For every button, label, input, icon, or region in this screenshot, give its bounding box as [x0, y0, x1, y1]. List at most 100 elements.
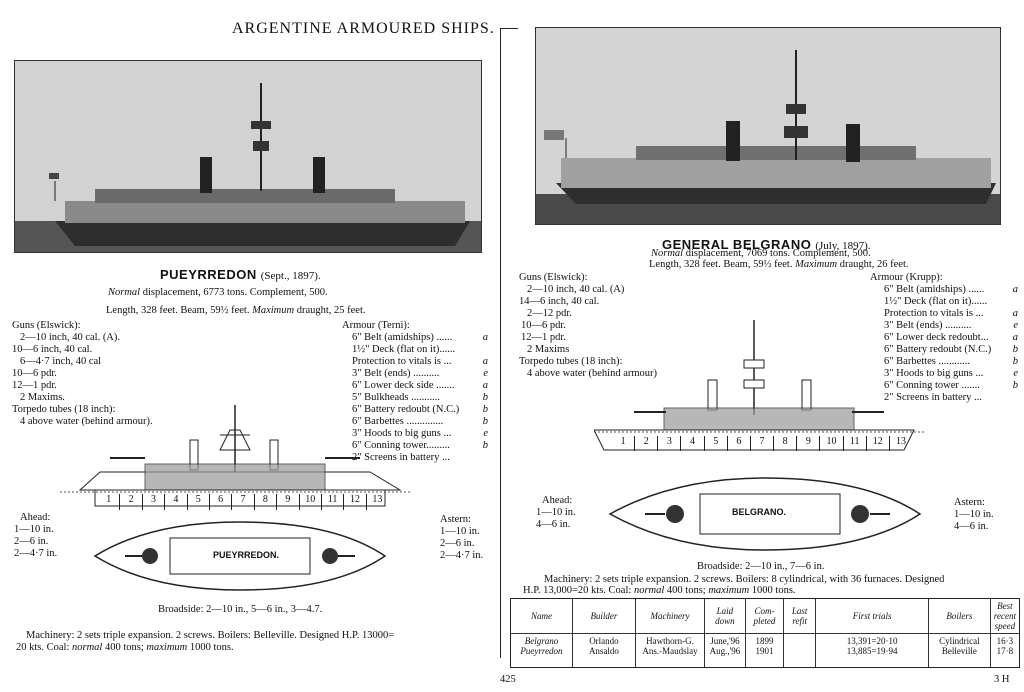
pueyrredon-guns: Guns (Elswick): 2—10 inch, 40 cal. (A). …	[12, 320, 153, 428]
belgrano-displacement: Normal displacement, 7069 tons. Compleme…	[651, 248, 871, 260]
coal-text-3: 1000 tons.	[189, 642, 234, 653]
armour-title: Armour (Terni):	[342, 320, 410, 331]
armour-line: 3" Hoods to big guns ...e	[352, 428, 488, 439]
belgrano-coal: H.P. 13,000=20 kts. Coal: normal 400 ton…	[523, 585, 796, 597]
guns-line: 4 above water (behind armour).	[20, 416, 153, 427]
page-title: ARGENTINE ARMOURED SHIPS.	[232, 20, 495, 37]
compartment-number: 13	[372, 494, 383, 505]
astern-line: 2—4·7 in.	[440, 550, 484, 561]
dimensions-text-2: draught, 26 feet.	[839, 259, 909, 270]
compartment-number: 1	[98, 494, 121, 510]
pueyrredon-plan-drawing	[93, 521, 387, 591]
belgrano-heading: GENERAL BELGRANO (July, 1897).	[662, 236, 871, 254]
displacement-text: displacement, 6773 tons. Complement, 500…	[142, 287, 328, 298]
pueyrredon-heading: PUEYRREDON (Sept., 1897).	[160, 266, 321, 284]
compartment-number: 12	[867, 436, 890, 451]
belgrano-photo	[535, 27, 1001, 225]
astern-line: Astern:	[440, 514, 471, 525]
pueyrredon-photo	[14, 60, 482, 253]
guns-line: 2—12 pdr.	[527, 308, 572, 319]
ahead-line: 2—4·7 in.	[14, 548, 58, 559]
coal-text-3: 1000 tons.	[751, 585, 796, 596]
pueyrredon-broadside: Broadside: 2—10 in., 5—6 in., 3—4.7.	[158, 604, 323, 615]
compartment-number: 7	[232, 494, 255, 510]
compartment-number: 8	[774, 436, 798, 451]
guns-line: Guns (Elswick):	[519, 272, 588, 283]
coal-text: H.P. 13,000=20 kts. Coal:	[523, 585, 632, 596]
compartment-number: 1	[612, 436, 636, 451]
pueyrredon-compartments: 1 2 3 4 5 6 7 8 9 10 11 12 13	[98, 494, 388, 510]
dimensions-text: Length, 328 feet. Beam, 59½ feet.	[106, 305, 250, 316]
guns-line: Torpedo tubes (18 inch):	[12, 404, 116, 415]
coal-italic-2: maximum	[708, 585, 750, 596]
belgrano-compartments: 1 2 3 4 5 6 7 8 9 10 11 12 13	[612, 436, 912, 451]
guns-line: 14—6 inch, 40 cal.	[519, 296, 600, 307]
armour-line: 6" Belt (amidships) ......a	[884, 284, 1018, 295]
pueyrredon-machinery: Machinery: 2 sets triple expansion. 2 sc…	[26, 630, 395, 641]
armour-line: 6" Belt (amidships) ......a	[352, 332, 488, 343]
guns-line: 12—1 pdr.	[12, 380, 57, 391]
belgrano-plan-drawing	[608, 477, 922, 551]
belgrano-date: (July, 1897).	[815, 240, 871, 252]
signature-mark: 3 H	[994, 674, 1010, 685]
column-divider-top	[500, 28, 518, 29]
armour-line: 5" Bulkheads ...........b	[352, 392, 488, 403]
armour-line: 6" Conning tower .......b	[884, 380, 1018, 391]
pueyrredon-ship-photo-illustration	[15, 61, 481, 252]
ahead-line: Ahead:	[20, 512, 51, 523]
coal-italic: normal	[72, 642, 103, 653]
compartment-number: 11	[322, 494, 345, 510]
belgrano-ahead: Ahead: 1—10 in. 4—6 in.	[536, 495, 576, 531]
table-header: Laid down	[704, 599, 746, 634]
guns-line: 10—6 pdr.	[521, 320, 566, 331]
belgrano-broadside: Broadside: 2—10 in., 7—6 in.	[697, 561, 825, 572]
compartment-number: 4	[681, 436, 705, 451]
armour-line: 6" Battery redoubt (N.C.)b	[352, 404, 488, 415]
column-divider	[500, 28, 501, 658]
table-header: Name	[511, 599, 573, 634]
pueyrredon-displacement: Normal displacement, 6773 tons. Compleme…	[108, 287, 328, 299]
armour-line: 1½" Deck (flat on it)......	[352, 344, 456, 355]
compartment-number: 7	[751, 436, 775, 451]
compartment-number: 5	[188, 494, 210, 510]
page-number: 425	[500, 674, 516, 685]
pueyrredon-name: PUEYRREDON	[160, 267, 257, 282]
guns-line: 10—6 pdr.	[12, 368, 57, 379]
compartment-number: 2	[120, 494, 143, 510]
pueyrredon-astern: Astern: 1—10 in. 2—6 in. 2—4·7 in.	[440, 514, 483, 562]
compartment-number: 9	[797, 436, 821, 451]
table-header: Boilers	[928, 599, 991, 634]
compartment-number: 6	[210, 494, 233, 510]
guns-line: 12—1 pdr.	[521, 332, 566, 343]
displacement-italic: Normal	[108, 287, 141, 298]
pueyrredon-date: (Sept., 1897).	[260, 270, 321, 282]
armour-line: 3" Belt (ends) ..........e	[352, 368, 488, 379]
guns-line: 4 above water (behind armour)	[527, 368, 658, 379]
belgrano-ship-photo-illustration	[536, 28, 1000, 224]
compartment-number: 2	[635, 436, 659, 451]
armour-line: 3" Belt (ends) ..........e	[884, 320, 1018, 331]
guns-line: 2—10 inch, 40 cal. (A)	[527, 284, 625, 295]
table-header-row: Name Builder Machinery Laid down Com-ple…	[511, 599, 1019, 634]
dimensions-text-2: draught, 25 feet.	[296, 305, 366, 316]
armour-line: 6" Lower deck redoubt...a	[884, 332, 1018, 343]
belgrano-plan-label: BELGRANO.	[732, 507, 786, 517]
armour-line: 1½" Deck (flat on it)......	[884, 296, 988, 307]
ahead-line: 2—6 in.	[14, 536, 49, 547]
compartment-number: 4	[165, 494, 188, 510]
summary-table: Name Builder Machinery Laid down Com-ple…	[511, 599, 1019, 667]
compartment-number: 13	[895, 436, 906, 447]
armour-line: 2" Screens in battery ...	[884, 392, 982, 403]
belgrano-machinery: Machinery: 2 sets triple expansion. 2 sc…	[544, 574, 945, 585]
astern-line: 4—6 in.	[954, 521, 989, 532]
compartment-number: 10	[820, 436, 844, 451]
guns-line: 2 Maxims	[527, 344, 570, 355]
dimensions-italic: Maximum	[252, 305, 295, 316]
compartment-number: 3	[143, 494, 166, 510]
armour-line: 3" Hoods to big guns ...e	[884, 368, 1018, 379]
compartment-number: 12	[344, 494, 367, 510]
armour-line: Protection to vitals is ...a	[352, 356, 488, 367]
table-header: Best recent speed	[990, 599, 1019, 634]
